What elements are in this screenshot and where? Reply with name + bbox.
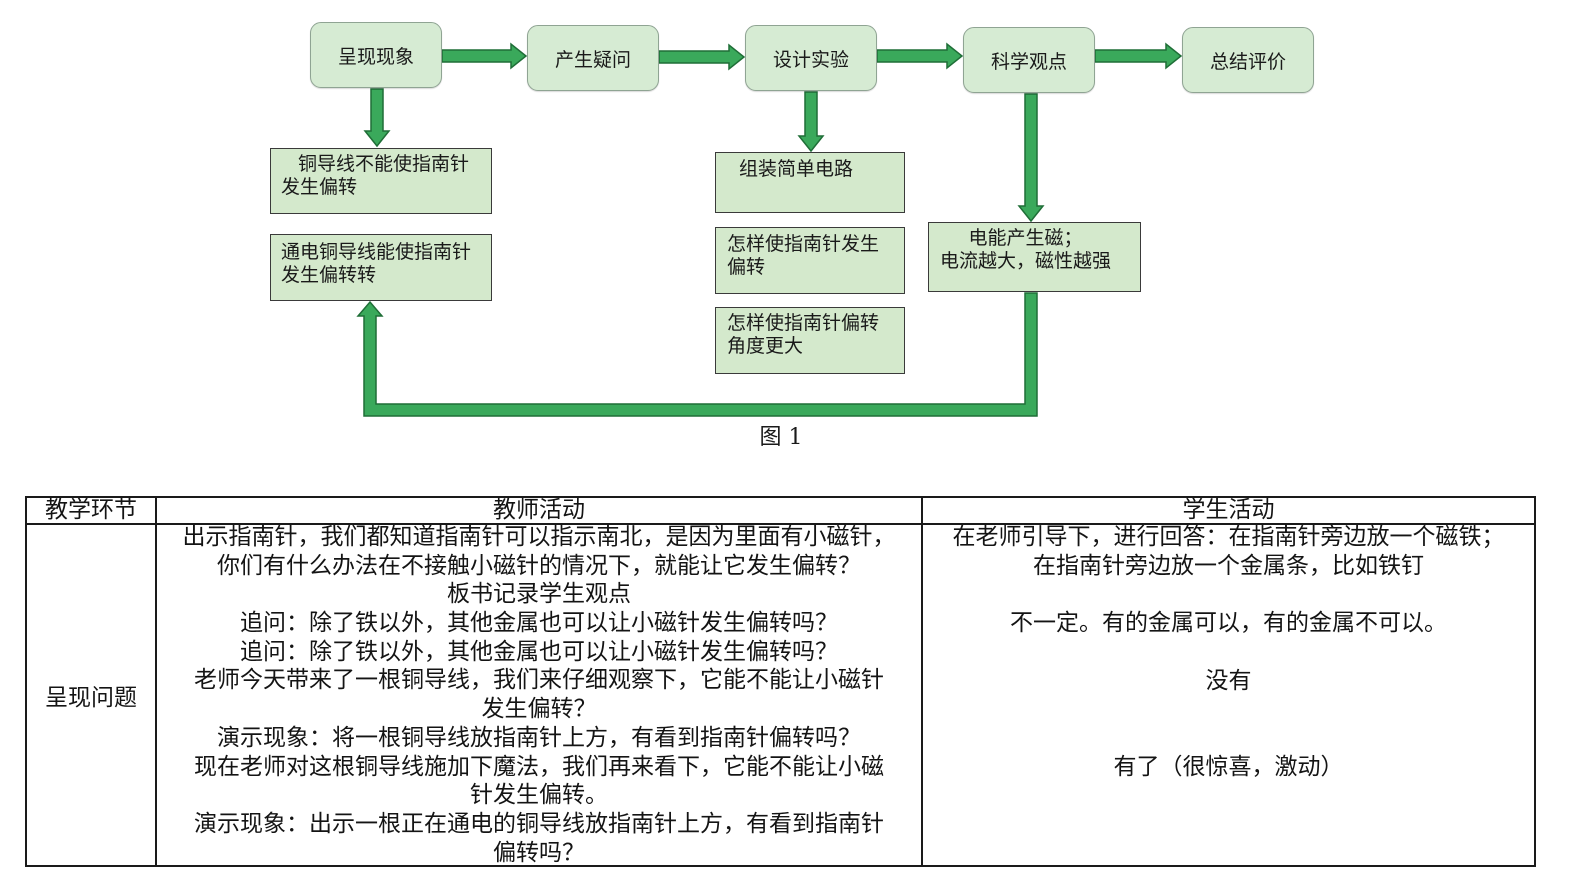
note-line: 角度更大 [727, 334, 804, 357]
flowchart: 呈现现象 产生疑问 设计实验 科学观点 总结评价 铜导线不能使指南针 发生偏转 … [270, 22, 1314, 417]
step-scientific-viewpoint: 科学观点 [963, 27, 1095, 93]
teacher-activity-line: 追问：除了铁以外，其他金属也可以让小磁针发生偏转吗？ [240, 638, 838, 665]
student-activity-line: 没有 [1205, 667, 1252, 694]
teacher-activity-cell: 出示指南针，我们都知道指南针可以指示南北，是因为里面有小磁针， 你们有什么办法在… [157, 523, 921, 867]
flowchart-arrows [356, 42, 1183, 417]
arrow-step3-to-step4 [876, 42, 964, 70]
student-activity-line: 不一定。有的金属可以，有的金属不可以。 [1010, 610, 1447, 637]
teacher-activity-line: 现在老师对这根铜导线施加下魔法，我们再来看下，它能不能让小磁 [194, 753, 884, 780]
arrow-step1-to-phenomenon-notes [363, 88, 391, 148]
figure-caption: 图 1 [759, 425, 803, 450]
header-divider [25, 523, 1536, 525]
stage-cell: 呈现问题 [45, 685, 137, 711]
teacher-activity-line: 老师今天带来了一根铜导线，我们来仔细观察下，它能不能让小磁针 [194, 667, 884, 694]
arrow-step4-to-step5 [1094, 42, 1183, 70]
teacher-activity-line: 针发生偏转。 [470, 782, 608, 809]
header-teaching-stage: 教学环节 [45, 497, 137, 523]
header-student-activity: 学生活动 [1182, 497, 1275, 523]
table-frame [25, 496, 1536, 867]
note-line: 怎样使指南针偏转 [727, 311, 880, 334]
teacher-activity-line: 你们有什么办法在不接触小磁针的情况下，就能让它发生偏转？ [217, 552, 861, 579]
step-raise-question: 产生疑问 [527, 25, 659, 91]
student-activity-line: 有了（很惊喜，激动） [1113, 753, 1344, 780]
note-line: 铜导线不能使指南针 [298, 152, 470, 175]
header-teacher-activity: 教师活动 [493, 497, 585, 523]
experiment-note: 组装简单电路 [715, 152, 905, 213]
note-line: 怎样使指南针发生 [727, 232, 880, 255]
step-design-experiment: 设计实验 [745, 25, 877, 91]
teacher-activity-line: 演示现象：出示一根正在通电的铜导线放指南针上方，有看到指南针 [194, 810, 884, 837]
teacher-activity-line: 出示指南针，我们都知道指南针可以指示南北，是因为里面有小磁针， [182, 524, 896, 550]
teacher-activity-line: 板书记录学生观点 [447, 581, 631, 608]
arrow-step2-to-step3 [658, 43, 746, 71]
student-activity-cell: 在老师引导下，进行回答：在指南针旁边放一个磁铁； 在指南针旁边放一个金属条，比如… [923, 523, 1534, 863]
phenomenon-note: 铜导线不能使指南针 发生偏转 [270, 148, 492, 214]
note-line: 偏转 [727, 255, 766, 278]
note-line: 电能产生磁； [968, 227, 1083, 249]
arrow-step3-to-experiment-notes [797, 91, 825, 153]
column-divider [155, 496, 157, 867]
note-line: 发生偏转 [281, 175, 358, 198]
note-line: 通电铜导线能使指南针 [281, 241, 472, 263]
feedback-arrow [356, 292, 1038, 417]
note-line: 组装简单电路 [739, 158, 854, 180]
phenomenon-note: 通电铜导线能使指南针 发生偏转转 [270, 234, 492, 301]
teacher-activity-line: 追问：除了铁以外，其他金属也可以让小磁针发生偏转吗？ [240, 610, 838, 637]
step-present-phenomenon: 呈现现象 [310, 22, 442, 88]
experiment-note: 怎样使指南针发生 偏转 [715, 227, 905, 294]
column-divider [921, 496, 923, 867]
teacher-activity-line: 发生偏转？ [481, 696, 597, 723]
teacher-activity-line: 演示现象：将一根铜导线放指南针上方，有看到指南针偏转吗？ [217, 724, 861, 751]
student-activity-line: 在指南针旁边放一个金属条，比如铁钉 [1033, 552, 1424, 579]
arrow-step1-to-step2 [441, 42, 528, 70]
step-summary-evaluation: 总结评价 [1182, 27, 1314, 93]
arrow-step4-to-viewpoint-note [1017, 93, 1045, 223]
experiment-note: 怎样使指南针偏转 角度更大 [715, 307, 905, 374]
viewpoint-note: 电能产生磁； 电流越大，磁性越强 [928, 222, 1141, 292]
note-line: 发生偏转转 [281, 264, 377, 286]
note-line: 电流越大，磁性越强 [939, 250, 1111, 272]
teacher-activity-line: 偏转吗？ [493, 839, 585, 866]
student-activity-line: 在老师引导下，进行回答：在指南针旁边放一个磁铁； [952, 524, 1505, 550]
